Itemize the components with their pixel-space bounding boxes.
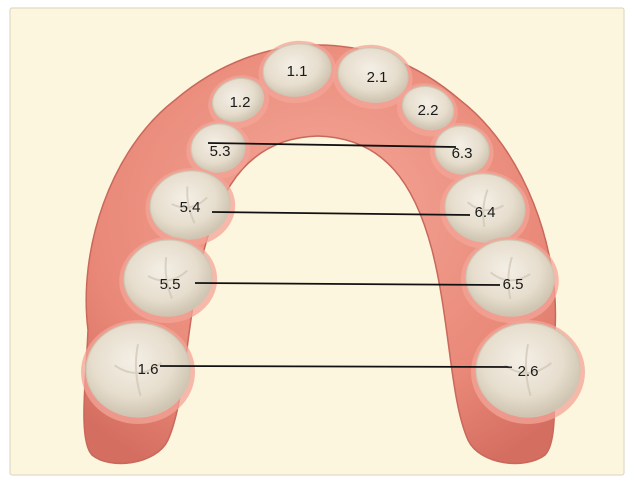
tooth-label-1-1: 1.1 [287,63,308,80]
tooth-label-5-5: 5.5 [160,276,181,293]
tooth-label-2-1: 2.1 [367,69,388,86]
measurement-line-1-6-to-2-6 [160,366,512,367]
tooth-label-1-2: 1.2 [230,94,251,111]
tooth-label-6-4: 6.4 [475,204,496,221]
tooth-label-6-3: 6.3 [452,145,473,162]
tooth-label-2-2: 2.2 [418,102,439,119]
tooth-label-1-6: 1.6 [138,361,159,378]
tooth-label-6-5: 6.5 [503,276,524,293]
tooth-label-5-3: 5.3 [210,143,231,160]
tooth-label-2-6: 2.6 [518,363,539,380]
tooth-label-5-4: 5.4 [180,199,201,216]
